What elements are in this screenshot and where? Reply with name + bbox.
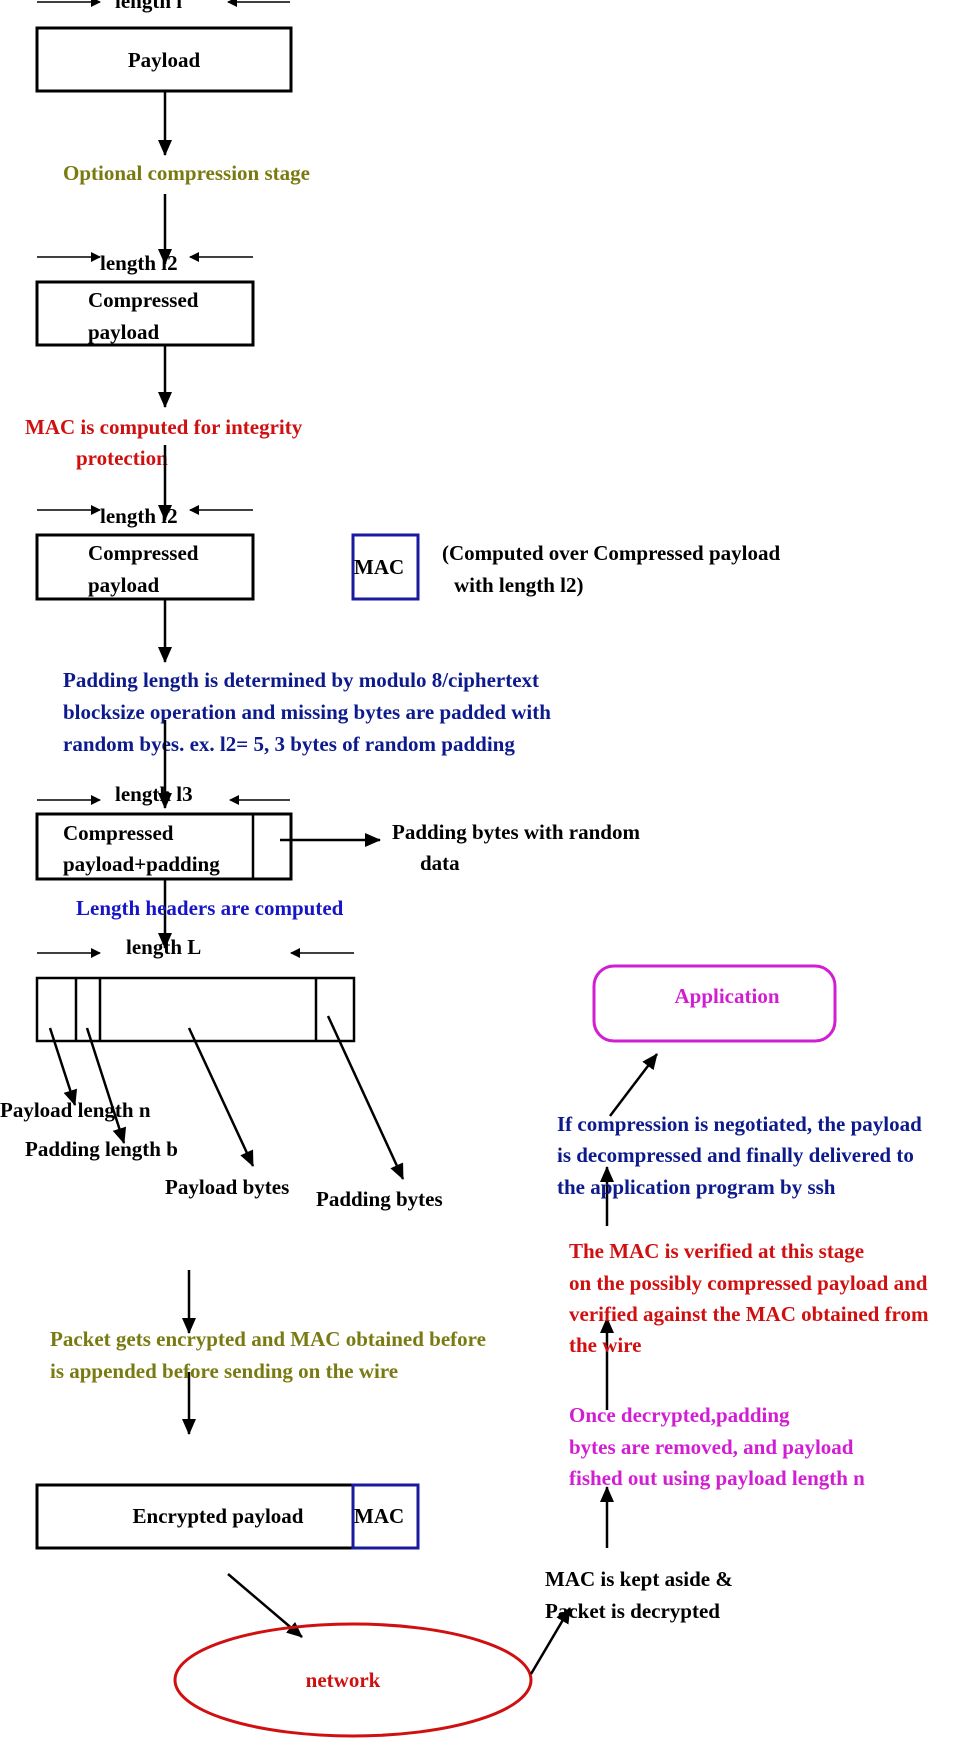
- mac-verify-line-1: The MAC is verified at this stage: [569, 1239, 864, 1263]
- padding-bytes-note-line-2: data: [420, 851, 460, 875]
- decompress-line-1: If compression is negotiated, the payloa…: [557, 1112, 922, 1136]
- encrypt-note-line-2: is appended before sending on the wire: [50, 1359, 398, 1383]
- padding-note-line-1: Padding length is determined by modulo 8…: [63, 668, 539, 692]
- compressed-payload-box: Compressed payload: [35, 280, 255, 347]
- padding-removed-line-2: bytes are removed, and payload: [569, 1435, 854, 1459]
- compression-stage-label: Optional compression stage: [63, 161, 310, 185]
- mac-box-label: MAC: [354, 555, 404, 579]
- padded-box-line-2: payload+padding: [63, 852, 220, 876]
- mac-note-line-2: with length l2): [454, 573, 584, 597]
- padded-payload-box: Compressed payload+padding: [35, 812, 293, 881]
- encrypted-mac-label: MAC: [354, 1504, 404, 1528]
- decrypt-note-line-1: MAC is kept aside &: [545, 1567, 733, 1591]
- payload-length-label: Payload length n: [0, 1098, 151, 1122]
- network-label: network: [306, 1668, 381, 1692]
- application-label: Application: [674, 984, 779, 1008]
- padding-bytes-note-line-1: Padding bytes with random: [392, 820, 640, 844]
- compressed-box-line-1: Compressed: [88, 541, 199, 565]
- encrypted-mac-box: [351, 1483, 420, 1550]
- network-ellipse: network: [173, 1622, 533, 1738]
- compressed-payload-box-second: Compressed payload: [35, 533, 255, 601]
- padding-note-line-3: random byes. ex. l2= 5, 3 bytes of rando…: [63, 732, 515, 756]
- mac-box: MAC: [351, 533, 420, 601]
- length-headers-label: Length headers are computed: [76, 896, 344, 920]
- to-application-arrow: [609, 1053, 658, 1117]
- mac-computed-line-1: MAC is computed for integrity: [25, 415, 303, 439]
- packet-box: [35, 976, 356, 1043]
- padding-bytes-pointer: [326, 1015, 405, 1180]
- decompress-line-2: is decompressed and finally delivered to: [557, 1143, 914, 1167]
- payload-length-pointer: [48, 1027, 78, 1106]
- length-l2-label-second: length l2: [100, 504, 178, 528]
- payload-bytes-pointer: [187, 1027, 255, 1167]
- decompress-line-3: the application program by ssh: [557, 1175, 836, 1199]
- length-L-label: length L: [126, 935, 201, 959]
- padding-removed-line-3: fished out using payload length n: [569, 1466, 865, 1490]
- encrypted-packet-box: Encrypted payload MAC: [35, 1483, 420, 1550]
- length-l1-label: length l: [115, 0, 182, 13]
- length-l3-marker: length l3: [37, 782, 290, 806]
- length-l2-marker-second: length l2: [37, 504, 253, 528]
- padding-length-pointer: [85, 1027, 127, 1144]
- from-network-arrow: [529, 1607, 572, 1675]
- compressed-box-line-2: payload: [88, 573, 160, 597]
- compressed-box-line-1: Compressed: [88, 288, 199, 312]
- padding-note-line-2: blocksize operation and missing bytes ar…: [63, 700, 551, 724]
- application-box: Application: [592, 964, 837, 1043]
- mac-note-line-1: (Computed over Compressed payload: [442, 541, 780, 565]
- padding-length-label: Padding length b: [25, 1137, 178, 1161]
- length-L-marker: length L: [37, 935, 354, 959]
- length-l2-marker: length l2: [37, 251, 253, 275]
- decrypt-note-line-2: Packet is decrypted: [545, 1599, 720, 1623]
- padding-bytes-label: Padding bytes: [316, 1187, 443, 1211]
- length-l1-marker: length l: [37, 0, 290, 13]
- payload-box-label: Payload: [128, 48, 201, 72]
- mac-verify-line-4: the wire: [569, 1333, 642, 1357]
- length-l3-label: length l3: [115, 782, 193, 806]
- padding-removed-line-1: Once decrypted,padding: [569, 1403, 790, 1427]
- payload-box: Payload: [35, 26, 293, 93]
- mac-verify-line-3: verified against the MAC obtained from: [569, 1302, 929, 1326]
- encrypt-note-line-1: Packet gets encrypted and MAC obtained b…: [50, 1327, 486, 1351]
- compressed-box-line-2: payload: [88, 320, 160, 344]
- length-l2-label: length l2: [100, 251, 178, 275]
- encrypted-box-label: Encrypted payload: [133, 1504, 304, 1528]
- mac-computed-line-2: protection: [76, 446, 168, 470]
- mac-verify-line-2: on the possibly compressed payload and: [569, 1271, 928, 1295]
- padded-box-line-1: Compressed: [63, 821, 174, 845]
- payload-bytes-label: Payload bytes: [165, 1175, 289, 1199]
